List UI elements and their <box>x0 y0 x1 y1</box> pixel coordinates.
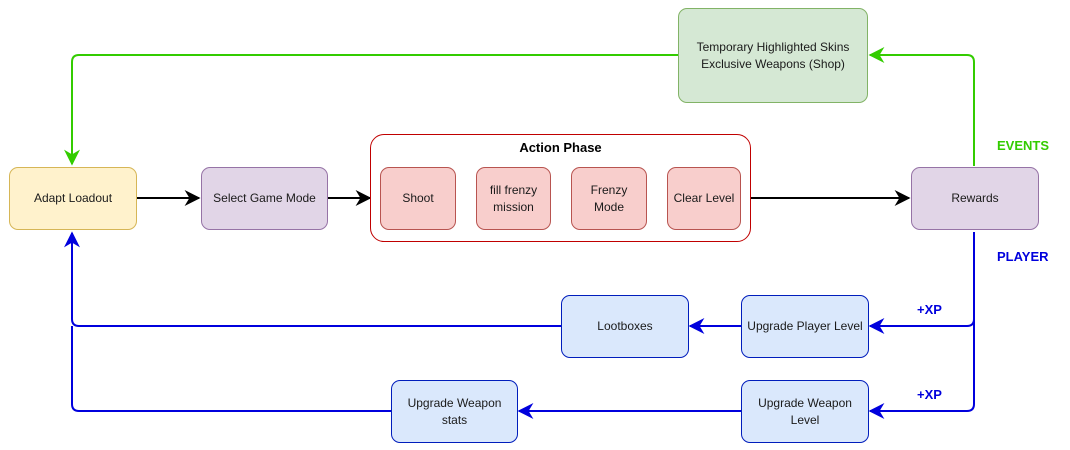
node-lootboxes: Lootboxes <box>561 295 689 358</box>
node-adapt-loadout: Adapt Loadout <box>9 167 137 230</box>
node-select-game-mode: Select Game Mode <box>201 167 328 230</box>
node-upgrade-weapon-stats: Upgrade Weapon stats <box>391 380 518 443</box>
node-shoot: Shoot <box>380 167 456 230</box>
node-upgrade-player-level: Upgrade Player Level <box>741 295 869 358</box>
action-phase-title: Action Phase <box>519 140 602 155</box>
events-label: EVENTS <box>997 138 1050 153</box>
node-frenzy-mode: Frenzy Mode <box>571 167 647 230</box>
edge-rewards-to-upgrade-weapon <box>868 319 975 419</box>
edge-rewards-to-shop <box>868 47 975 166</box>
node-clear-level: Clear Level <box>667 167 741 230</box>
node-shop: Temporary Highlighted Skins Exclusive We… <box>678 8 868 103</box>
player-label: PLAYER <box>997 249 1049 264</box>
xp-label-top: +XP <box>917 302 942 317</box>
node-upgrade-weapon-level: Upgrade Weapon Level <box>741 380 869 443</box>
node-rewards: Rewards <box>911 167 1039 230</box>
edge-lootboxes-to-loadout <box>64 231 561 327</box>
edge-stats-to-loadout <box>71 326 391 412</box>
edge-shop-to-loadout <box>64 54 678 166</box>
xp-label-bottom: +XP <box>917 387 942 402</box>
node-fill-frenzy-mission: fill frenzy mission <box>476 167 551 230</box>
